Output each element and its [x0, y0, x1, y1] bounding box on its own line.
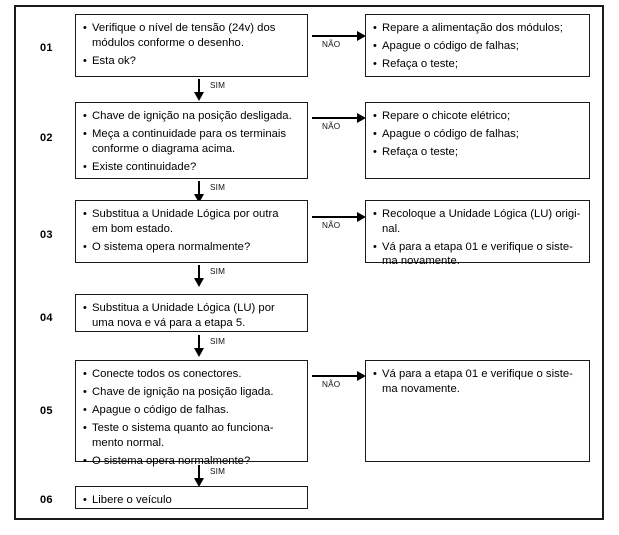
step-03-main-line-1: Substitua a Unidade Lógica por outra em … [83, 207, 299, 236]
step-05-to-06-arrow [194, 465, 204, 487]
step-05-main-line-1: Conecte todos os conectores. [83, 367, 299, 382]
step-04-main-line-1: Substitua a Unidade Lógica (LU) por uma … [83, 301, 299, 330]
step-05-main-line-4: Teste o sistema quanto ao funciona- ment… [83, 421, 299, 450]
step-05-no-arrow [312, 371, 366, 381]
step-03-no-label: NÃO [322, 221, 341, 230]
step-03-branch-box: Recoloque a Unidade Lógica (LU) origi- n… [365, 200, 590, 267]
step-number-05: 05 [40, 405, 53, 417]
step-03-no-arrow [312, 212, 366, 222]
step-03-to-04-arrow [194, 265, 204, 287]
step-05-main-line-2: Chave de ignição na posição ligada. [83, 385, 299, 400]
step-03-main-box: Substitua a Unidade Lógica por outra em … [75, 200, 308, 263]
step-01-no-label: NÃO [322, 40, 341, 49]
step-01-branch-line-2: Apague o código de falhas; [373, 39, 581, 54]
step-02-branch-line-2: Apague o código de falhas; [373, 127, 581, 142]
step-01-main-line-2: Esta ok? [83, 54, 299, 69]
step-02-main-line-2: Meça a continuidade para os terminais co… [83, 127, 299, 156]
step-01-branch-box: Repare a alimentação dos módulos; Apague… [365, 14, 590, 77]
step-05-no-label: NÃO [322, 380, 341, 389]
step-05-main-line-3: Apague o código de falhas. [83, 403, 299, 418]
step-05-main-box: Conecte todos os conectores. Chave de ig… [75, 360, 308, 468]
step-05-yes-label: SIM [210, 467, 226, 476]
step-01-main-line-1: Verifique o nível de tensão (24v) dos mó… [83, 21, 299, 50]
step-02-no-label: NÃO [322, 122, 341, 131]
step-06-main-box: Libere o veículo [75, 486, 308, 509]
step-02-branch-box: Repare o chicote elétrico; Apague o códi… [365, 102, 590, 179]
step-02-branch-line-1: Repare o chicote elétrico; [373, 109, 581, 124]
step-05-main-line-5: O sistema opera normalmente? [83, 454, 299, 469]
step-02-main-line-3: Existe continuidade? [83, 160, 299, 175]
step-number-02: 02 [40, 132, 53, 144]
step-03-branch-line-1: Recoloque a Unidade Lógica (LU) origi- n… [373, 207, 581, 236]
step-number-01: 01 [40, 42, 53, 54]
step-01-no-arrow [312, 31, 366, 41]
step-02-no-arrow [312, 113, 366, 123]
step-03-branch-line-2: Vá para a etapa 01 e verifique o siste- … [373, 240, 581, 269]
step-02-main-line-1: Chave de ignição na posição desligada. [83, 109, 299, 124]
step-01-yes-label: SIM [210, 81, 226, 90]
step-number-06: 06 [40, 494, 53, 506]
step-03-yes-label: SIM [210, 267, 226, 276]
step-01-main-box: Verifique o nível de tensão (24v) dos mó… [75, 14, 308, 77]
step-06-main-line-1: Libere o veículo [83, 493, 299, 508]
step-02-branch-line-3: Refaça o teste; [373, 145, 581, 160]
step-01-to-02-arrow [194, 79, 204, 101]
step-05-branch-box: Vá para a etapa 01 e verifique o siste- … [365, 360, 590, 462]
step-02-to-03-arrow [194, 181, 204, 203]
step-01-branch-line-3: Refaça o teste; [373, 57, 581, 72]
step-05-branch-line-1: Vá para a etapa 01 e verifique o siste- … [373, 367, 581, 396]
step-01-branch-line-1: Repare a alimentação dos módulos; [373, 21, 581, 36]
step-04-to-05-arrow [194, 335, 204, 357]
step-02-main-box: Chave de ignição na posição desligada. M… [75, 102, 308, 179]
step-number-04: 04 [40, 312, 53, 324]
step-02-yes-label: SIM [210, 183, 226, 192]
step-04-yes-label: SIM [210, 337, 226, 346]
step-03-main-line-2: O sistema opera normalmente? [83, 240, 299, 255]
step-04-main-box: Substitua a Unidade Lógica (LU) por uma … [75, 294, 308, 332]
step-number-03: 03 [40, 229, 53, 241]
diagram-outer-frame: 01 Verifique o nível de tensão (24v) dos… [14, 5, 604, 520]
